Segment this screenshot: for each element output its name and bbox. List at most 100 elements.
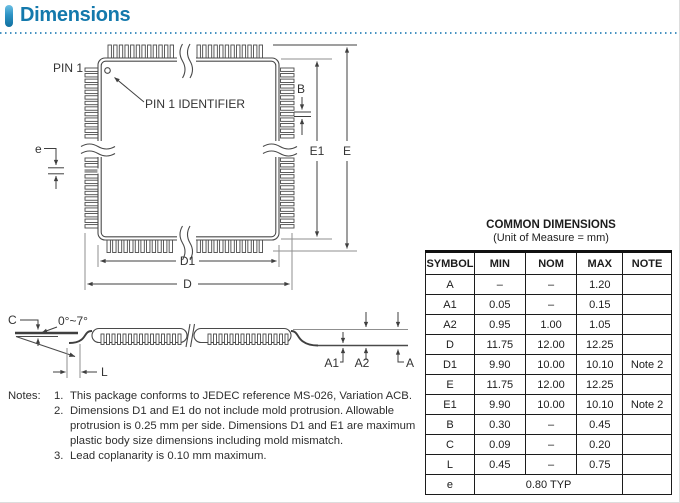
table-row: L 0.45 – 0.75	[425, 454, 672, 475]
pin	[84, 190, 99, 196]
pin	[157, 239, 162, 253]
note-number: 1.	[54, 390, 64, 402]
pin	[240, 333, 245, 345]
pin	[106, 333, 110, 345]
break-mark-top	[177, 40, 196, 79]
angle-leader-arrow	[41, 326, 58, 333]
column-header-max: MAX	[576, 251, 624, 275]
pin	[134, 239, 140, 253]
note-number: 3.	[54, 450, 64, 462]
pin	[84, 134, 99, 139]
pin	[144, 333, 149, 345]
break-mark-bottom	[177, 223, 196, 261]
section-header: Dimensions	[5, 4, 131, 27]
pin-comb-bottom-right	[196, 239, 263, 253]
pin	[280, 174, 295, 179]
pin	[84, 163, 99, 168]
cell-max: 0.45	[576, 414, 624, 435]
cell-nom: 12.00	[524, 374, 578, 395]
a1-label: A1	[324, 356, 339, 370]
d1-label: D1	[180, 254, 196, 268]
cell-symbol: L	[425, 454, 475, 475]
break-mark-left	[79, 141, 117, 157]
pin	[280, 95, 295, 100]
pin	[139, 333, 143, 345]
column-header-nom: NOM	[524, 251, 578, 275]
l-label: L	[101, 365, 108, 379]
cell-symbol: B	[425, 414, 475, 435]
cell-span-value: 0.80 TYP	[473, 474, 624, 495]
a-label: A	[406, 356, 414, 370]
pin	[280, 100, 295, 106]
pin	[280, 190, 295, 196]
cell-symbol: e	[425, 474, 475, 495]
pin	[84, 117, 99, 122]
cell-max: 12.25	[576, 334, 624, 355]
pin	[202, 239, 207, 253]
cell-max: 10.10	[576, 394, 624, 415]
highlighted-pin	[84, 169, 98, 173]
table-row: E 11.75 12.00 12.25	[425, 374, 672, 395]
pin	[280, 168, 295, 173]
package-body-outline	[97, 57, 280, 241]
notes-label: Notes:	[8, 390, 41, 402]
cell-max: 10.10	[576, 354, 624, 375]
page-title: Dimensions	[20, 4, 131, 26]
pin	[133, 333, 138, 345]
table-subtitle: (Unit of Measure = mm)	[493, 232, 609, 244]
pin	[84, 218, 99, 223]
pin	[219, 44, 224, 59]
cell-nom: 12.00	[524, 334, 578, 355]
pin	[84, 78, 99, 83]
table-row: A1 0.05 – 0.15	[425, 294, 672, 315]
pin	[213, 239, 218, 253]
pin	[230, 44, 235, 59]
qfp-side-view: C 0°~7° L A1 A2	[8, 312, 414, 379]
cell-symbol: D	[425, 334, 475, 355]
b-label: B	[297, 82, 305, 96]
pin	[84, 128, 99, 133]
dotted-rule	[0, 32, 679, 35]
pin	[273, 333, 278, 345]
pin	[280, 213, 295, 218]
cell-symbol: D1	[425, 354, 475, 375]
pin	[84, 111, 99, 117]
cell-max: 0.75	[576, 454, 624, 475]
pin	[84, 185, 99, 190]
cell-min: 11.75	[473, 334, 526, 355]
cell-note: Note 2	[622, 354, 672, 375]
right-lead	[290, 330, 319, 347]
side-feet-comb-left	[100, 333, 182, 345]
cell-note	[622, 334, 672, 355]
cell-min: 0.95	[473, 314, 526, 335]
cell-min: 11.75	[473, 374, 526, 395]
pin	[279, 333, 283, 345]
cell-symbol: C	[425, 434, 475, 455]
cell-note	[622, 474, 672, 495]
column-header-min: MIN	[473, 251, 526, 275]
pin	[84, 224, 99, 229]
pin	[280, 157, 295, 162]
cell-note	[622, 374, 672, 395]
pitch-leader	[44, 148, 57, 152]
pin	[280, 185, 295, 190]
pin	[112, 239, 117, 253]
note-text: This package conforms to JEDEC reference…	[70, 390, 412, 402]
pin	[280, 73, 295, 78]
table-row: E1 9.90 10.00 10.10 Note 2	[425, 394, 672, 415]
side-feet-comb-right	[207, 333, 289, 345]
pin	[118, 44, 124, 59]
table-row: D1 9.90 10.00 10.10 Note 2	[425, 354, 672, 375]
cell-nom: –	[524, 294, 578, 315]
qfp-top-view: PIN 1 PIN 1 IDENTIFIER e B E1	[35, 40, 357, 291]
pin	[84, 201, 99, 207]
pin	[84, 106, 99, 111]
cell-max: 0.20	[576, 434, 624, 455]
pin	[253, 239, 258, 253]
pin	[84, 67, 99, 72]
pin-comb-right-lower	[280, 157, 295, 229]
angle-reference-line	[15, 335, 76, 358]
pitch-e-label: e	[35, 142, 42, 156]
note-item: 3. Lead coplanarity is 0.10 mm maximum.	[54, 449, 422, 464]
pin	[280, 89, 295, 95]
